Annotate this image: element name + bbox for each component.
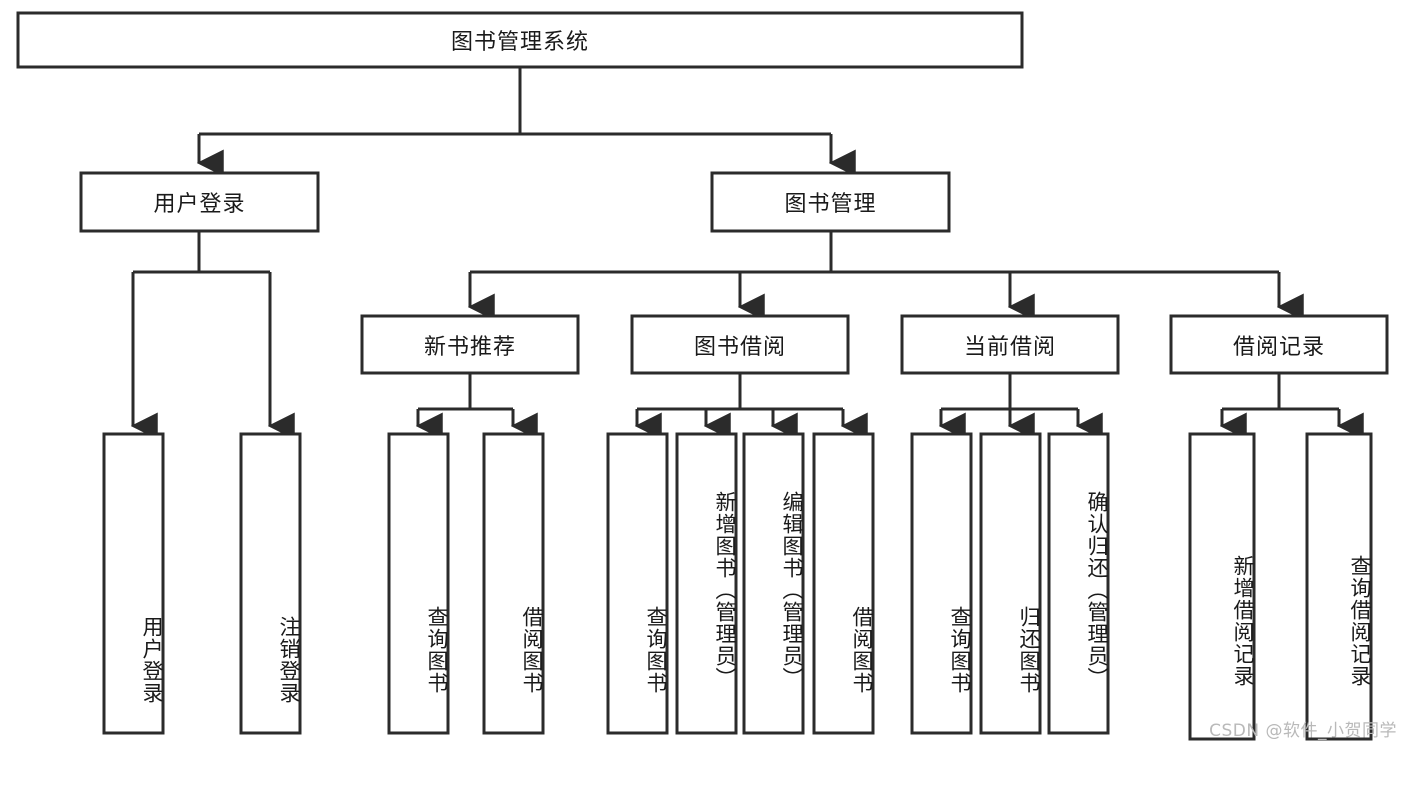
node-leaf-query-book-2[interactable] xyxy=(606,432,669,735)
node-current-borrow[interactable] xyxy=(900,314,1120,375)
node-root[interactable] xyxy=(16,11,1024,69)
node-leaf-borrow-book-1[interactable] xyxy=(482,432,545,735)
node-leaf-return-book[interactable] xyxy=(979,432,1042,735)
connector-group-borrow-record xyxy=(1219,373,1364,440)
node-leaf-query-record[interactable] xyxy=(1305,432,1373,741)
node-borrow-record[interactable] xyxy=(1169,314,1389,375)
node-user-login[interactable] xyxy=(79,171,320,233)
node-leaf-query-book-3[interactable] xyxy=(910,432,973,735)
node-leaf-user-login[interactable] xyxy=(102,432,165,735)
flowchart-svg xyxy=(16,11,1389,741)
node-leaf-confirm-return[interactable] xyxy=(1047,432,1110,735)
connector-group-new-book-recommend xyxy=(415,373,538,440)
csdn-watermark: CSDN @软件_小贺同学 xyxy=(1209,721,1397,741)
diagram-canvas: 图书管理系统 用户登录 图书管理 新书推荐 图书借阅 当前借阅 借阅记录 用户登… xyxy=(16,11,1397,741)
connector-group-current-borrow xyxy=(938,373,1103,440)
connector-group-user-login xyxy=(130,231,295,440)
node-leaf-user-logout[interactable] xyxy=(239,432,302,735)
node-book-borrow[interactable] xyxy=(630,314,850,375)
node-leaf-query-book-1[interactable] xyxy=(387,432,450,735)
node-leaf-edit-book[interactable] xyxy=(742,432,805,735)
connector-group-root xyxy=(196,67,856,177)
connector-group-book-borrow xyxy=(634,373,868,440)
node-book-management[interactable] xyxy=(710,171,951,233)
node-leaf-add-record[interactable] xyxy=(1188,432,1256,741)
node-leaf-add-book[interactable] xyxy=(675,432,738,735)
connector-group-book-management xyxy=(467,231,1304,321)
node-new-book-recommend[interactable] xyxy=(360,314,580,375)
node-leaf-borrow-book-2[interactable] xyxy=(812,432,875,735)
